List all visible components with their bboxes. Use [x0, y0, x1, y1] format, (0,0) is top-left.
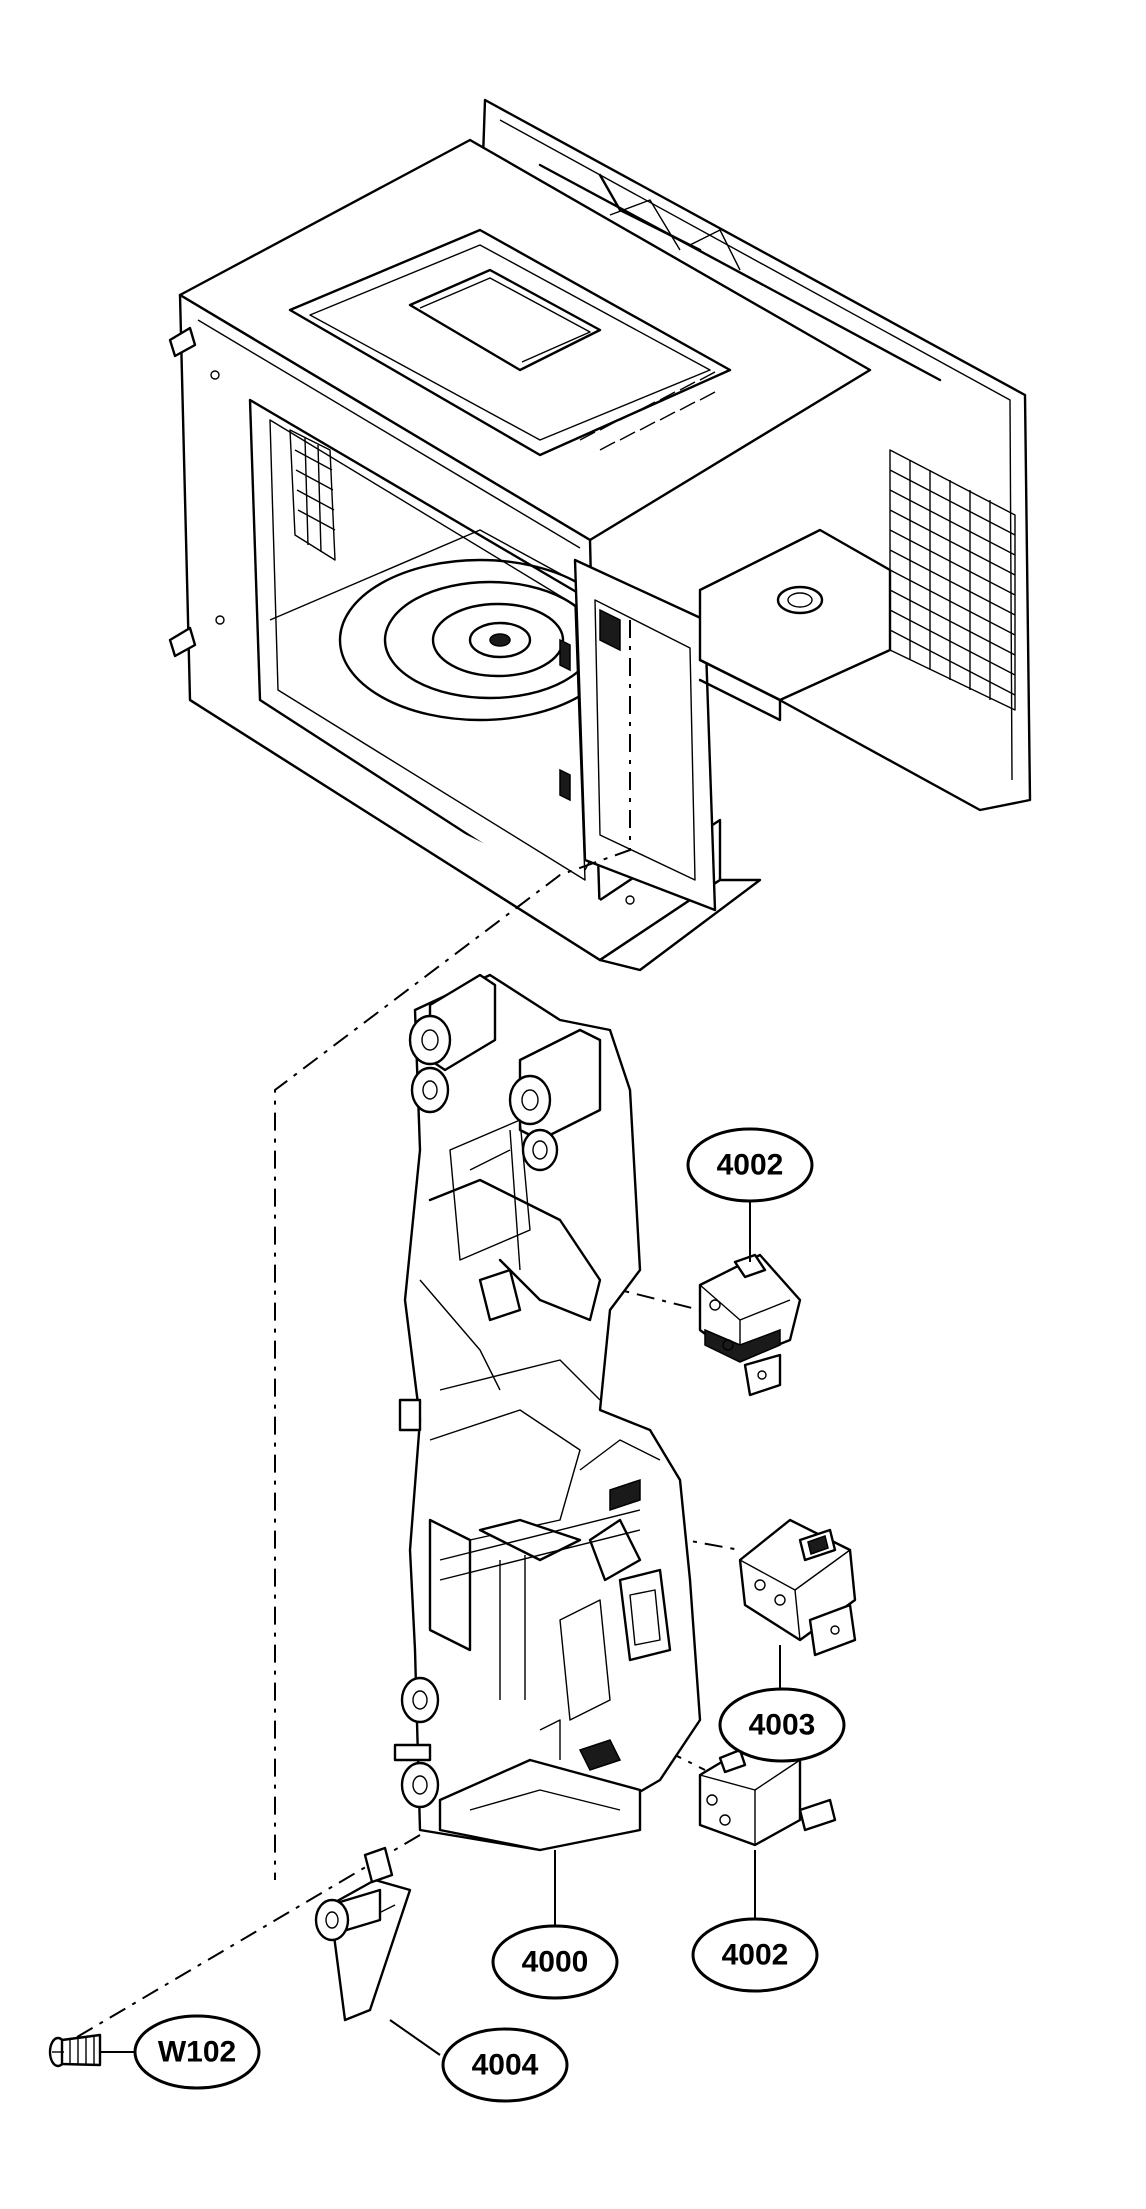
callout-4002-bottom-label: 4002 — [722, 1939, 789, 1972]
callout-4004-label: 4004 — [472, 2049, 539, 2082]
lever-4004 — [314, 1846, 412, 2022]
switch-4002-bottom — [698, 1743, 837, 1847]
switch-4003 — [738, 1518, 857, 1657]
callout-4002-top-label: 4002 — [717, 1149, 784, 1182]
microwave-cavity-assembly — [168, 98, 1032, 972]
screw-w102 — [48, 2033, 102, 2068]
callout-4000: 4000 — [491, 1924, 619, 2000]
switch-holder-4000 — [393, 973, 702, 1852]
switch-4002-top — [698, 1253, 802, 1397]
callout-leaders — [100, 1200, 781, 2056]
callout-w102-label: W102 — [158, 2036, 236, 2069]
cavity-side-mesh — [289, 429, 336, 561]
callout-4002-bottom: 4002 — [691, 1917, 819, 1993]
callout-4002-top: 4002 — [686, 1127, 814, 1203]
callout-w102: W102 — [133, 2014, 261, 2090]
callout-4003: 4003 — [718, 1687, 846, 1763]
callout-4003-label: 4003 — [749, 1709, 816, 1742]
callout-4004: 4004 — [441, 2027, 569, 2103]
top-vent-slots — [579, 371, 716, 451]
callout-4000-label: 4000 — [522, 1946, 589, 1979]
